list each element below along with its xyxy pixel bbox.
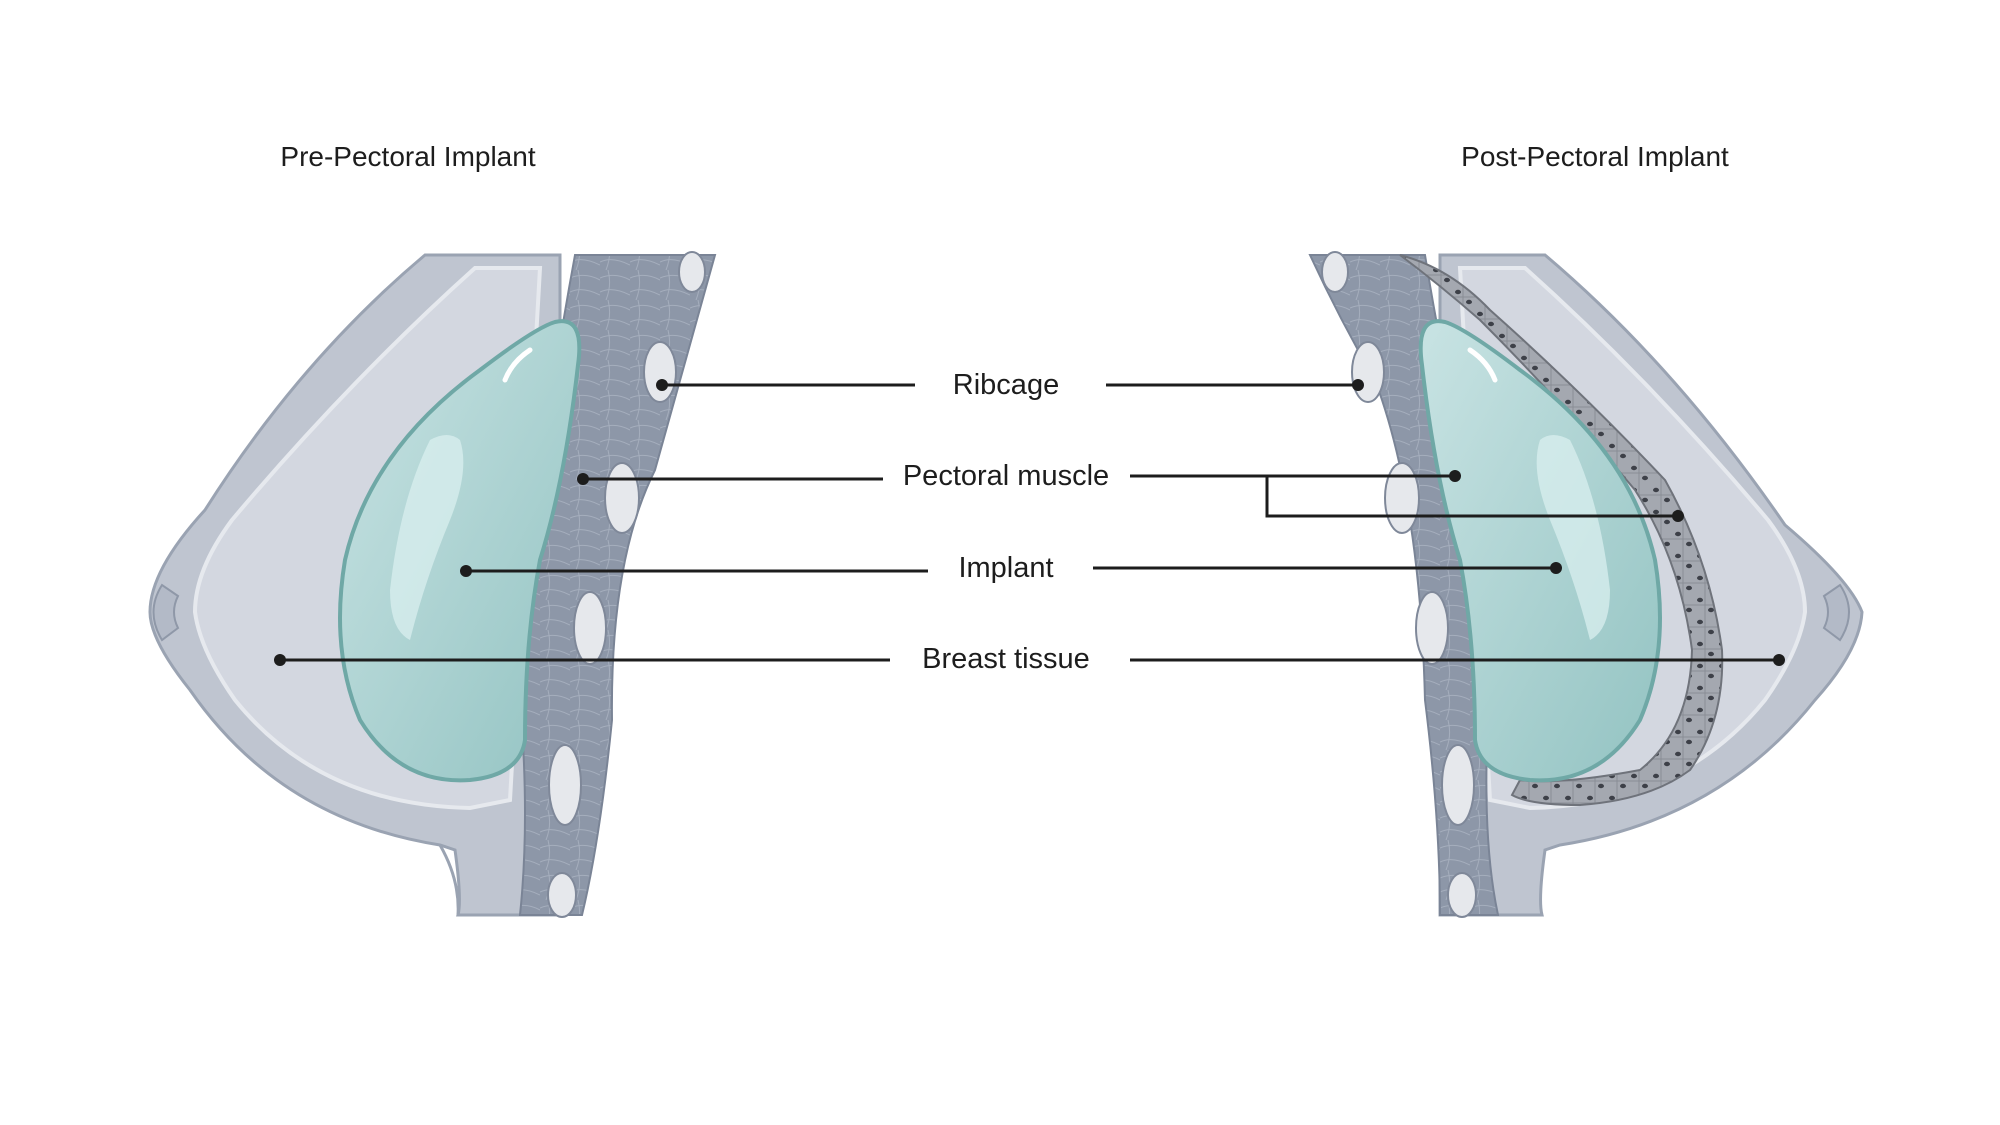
pointer-right-pectoral-a (1449, 470, 1461, 482)
left-lower-chest (438, 844, 460, 916)
breast-tissue-label: Breast tissue (922, 643, 1090, 675)
pointer-right-breast-tissue (1773, 654, 1785, 666)
right-nipple (1822, 583, 1850, 642)
pointer-right-pectoral-b (1672, 510, 1684, 522)
left-implant (338, 319, 582, 783)
pointer-left-implant (460, 565, 472, 577)
ribcage-label: Ribcage (953, 369, 1059, 401)
pointer-right-implant (1550, 562, 1562, 574)
right-implant-highlight (1536, 435, 1610, 640)
leader-right-pectoral-b (1265, 476, 1678, 518)
right-panel-title: Post-Pectoral Implant (1461, 141, 1729, 172)
right-implant-shine (1467, 347, 1498, 383)
pointer-left-breast-tissue (274, 654, 286, 666)
implant-label: Implant (958, 552, 1053, 584)
left-breast-illustration (148, 251, 717, 918)
pointer-left-pectoral (577, 473, 589, 485)
left-leader-lines (274, 379, 928, 666)
right-breast-illustration (1308, 251, 1864, 918)
left-implant-shine (502, 347, 533, 383)
left-nipple (152, 583, 180, 642)
pectoral-muscle-label: Pectoral muscle (903, 460, 1109, 492)
left-panel-title: Pre-Pectoral Implant (280, 141, 535, 172)
pointer-left-ribcage (656, 379, 668, 391)
pointer-right-ribcage (1352, 379, 1364, 391)
right-leader-lines (1093, 379, 1785, 666)
left-implant-highlight (390, 435, 464, 640)
right-implant (1418, 319, 1662, 783)
